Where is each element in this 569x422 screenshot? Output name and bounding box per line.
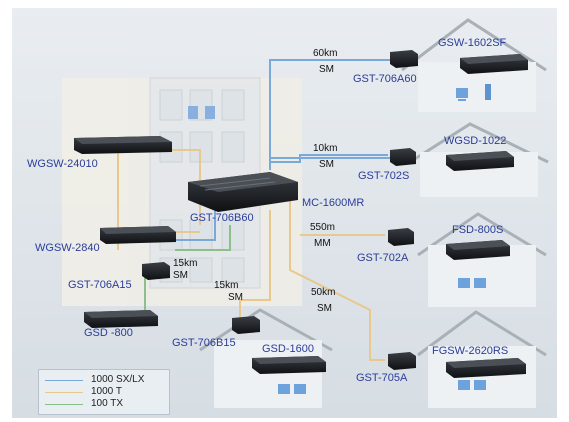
legend-label: 1000 T bbox=[91, 386, 122, 397]
device-wgsw-24010-chassis bbox=[74, 136, 172, 154]
label-wgsd-1022: WGSD-1022 bbox=[444, 135, 507, 147]
device-gsd-800-chassis bbox=[84, 310, 158, 328]
legend-swatch bbox=[45, 392, 83, 393]
link-distance: 50km bbox=[311, 287, 336, 298]
link-distance: 550m bbox=[310, 222, 336, 233]
legend-swatch bbox=[45, 404, 83, 405]
link-label-50km: 50km SM bbox=[311, 287, 335, 315]
link-distance: 60km bbox=[313, 48, 338, 59]
device-gst-706a15-chassis bbox=[142, 262, 170, 280]
link-distance: 15km bbox=[173, 258, 198, 269]
device-gst-705a-chassis bbox=[388, 352, 416, 370]
label-gst-706a15: GST-706A15 bbox=[68, 279, 132, 291]
device-gsd-1600-chassis bbox=[252, 356, 326, 374]
label-wgsw-2840: WGSW-2840 bbox=[35, 242, 100, 254]
link-label-550m: 550m MM bbox=[310, 222, 335, 250]
device-fsd-800s-chassis bbox=[446, 240, 510, 260]
link-label-15km-a: 15km SM bbox=[173, 258, 197, 282]
link-mode: MM bbox=[314, 238, 331, 249]
device-gsw-1602sf-chassis bbox=[460, 54, 528, 74]
link-label-10km: 10km SM bbox=[313, 143, 337, 171]
label-fgsw-2620rs: FGSW-2620RS bbox=[432, 345, 509, 357]
label-gst-705a: GST-705A bbox=[356, 372, 408, 384]
label-gst-702a: GST-702A bbox=[357, 252, 409, 264]
link-label-15km-b: 15km SM bbox=[214, 280, 243, 304]
device-gst-706b15-chassis bbox=[232, 316, 260, 334]
link-mode: SM bbox=[173, 270, 188, 281]
device-gst-706a60-chassis bbox=[390, 50, 418, 68]
label-gsd-800: GSD -800 bbox=[84, 327, 133, 339]
link-distance: 10km bbox=[313, 143, 338, 154]
device-wgsd-1022-chassis bbox=[446, 151, 514, 171]
label-gsd-1600: GSD-1600 bbox=[262, 343, 314, 355]
fiber-links bbox=[175, 59, 390, 241]
legend-swatch bbox=[45, 380, 83, 381]
link-distance: 15km bbox=[214, 280, 239, 291]
house-shapes bbox=[199, 18, 549, 357]
label-mc-1600mr: MC-1600MR bbox=[302, 197, 365, 209]
link-label-60km: 60km SM bbox=[313, 48, 337, 76]
link-mode: SM bbox=[319, 159, 334, 170]
link-mode: SM bbox=[228, 292, 243, 303]
device-fgsw-2620rs-chassis bbox=[446, 358, 526, 378]
label-gst-702s: GST-702S bbox=[358, 170, 410, 182]
link-mode: SM bbox=[319, 64, 334, 75]
client-pc-icons bbox=[278, 84, 491, 394]
device-gst-702a-chassis bbox=[388, 228, 414, 246]
label-gst-706b60: GST-706B60 bbox=[190, 212, 254, 224]
label-gst-706a60: GST-706A60 bbox=[353, 73, 417, 85]
label-wgsw-24010: WGSW-24010 bbox=[27, 158, 98, 170]
legend: 1000 SX/LX 1000 T 100 TX bbox=[38, 369, 170, 415]
device-wgsw-2840-chassis bbox=[100, 226, 176, 244]
label-gst-706b15: GST-706B15 bbox=[172, 337, 236, 349]
legend-label: 1000 SX/LX bbox=[91, 374, 145, 385]
label-fsd-800s: FSD-800S bbox=[452, 224, 504, 236]
label-gsw-1602sf: GSW-1602SF bbox=[438, 37, 507, 49]
legend-label: 100 TX bbox=[91, 398, 124, 409]
device-mc-1600mr-chassis bbox=[188, 172, 298, 212]
device-gst-702s-chassis bbox=[390, 148, 416, 166]
link-mode: SM bbox=[317, 303, 332, 314]
